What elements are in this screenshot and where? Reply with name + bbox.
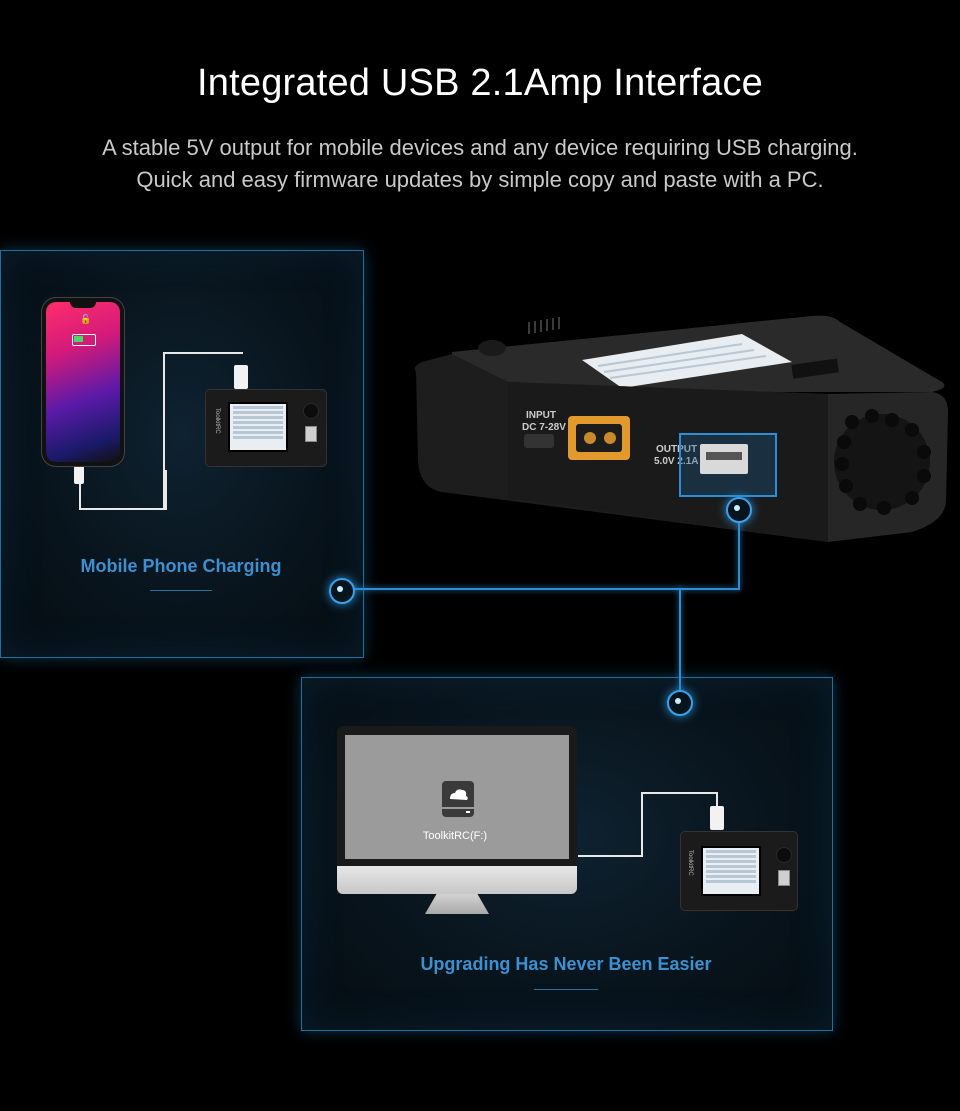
output-spec-label: 5.0V 2.1A <box>654 456 698 467</box>
usb-cable-computer-b <box>641 793 643 857</box>
caption-underline <box>534 989 598 990</box>
charger-thumbnail-phone: ToolkitRC <box>206 390 326 466</box>
main-charger: INPUT DC 7-28V OUTPUT 5.0V 2.1A <box>414 315 948 542</box>
input-label: INPUT <box>526 410 556 421</box>
phone-battery-icon <box>72 334 96 346</box>
lock-icon: 🔓 <box>80 314 92 324</box>
usb-cable-computer-c <box>641 792 717 794</box>
input-voltage-label: DC 7-28V <box>522 422 566 433</box>
computer-stand <box>425 894 489 914</box>
connector-wire <box>738 516 740 588</box>
caption-underline <box>150 590 212 591</box>
drive-icon <box>442 781 474 817</box>
phone-charging-caption: Mobile Phone Charging <box>80 556 282 576</box>
upgrade-caption: Upgrading Has Never Been Easier <box>420 954 712 974</box>
connector-node <box>667 690 693 716</box>
drive-label: ToolkitRC(F:) <box>422 830 488 842</box>
connector-wire <box>679 588 681 702</box>
usb-plug <box>710 806 724 830</box>
usb-cable <box>79 470 167 510</box>
page-title: Integrated USB 2.1Amp Interface <box>197 62 763 104</box>
usb-cable-computer-a <box>578 855 642 857</box>
output-label: OUTPUT <box>656 444 697 455</box>
charger-thumbnail-computer: ToolkitRC <box>681 832 797 910</box>
usb-plug <box>234 365 248 389</box>
connector-node <box>726 497 752 523</box>
smartphone: 🔓 <box>42 298 124 466</box>
connector-wire <box>341 588 740 590</box>
usb-cable-computer <box>578 792 642 856</box>
lightning-plug <box>74 466 84 484</box>
connector-node <box>329 578 355 604</box>
desktop-computer: ToolkitRC(F:) <box>337 726 577 894</box>
subtitle-line-2: Quick and easy firmware updates by simpl… <box>136 167 824 192</box>
usb-cable-computer-d <box>716 792 718 806</box>
page-subtitle: A stable 5V output for mobile devices an… <box>0 132 960 196</box>
usb-cable-upper <box>163 352 243 510</box>
subtitle-line-1: A stable 5V output for mobile devices an… <box>102 135 858 160</box>
